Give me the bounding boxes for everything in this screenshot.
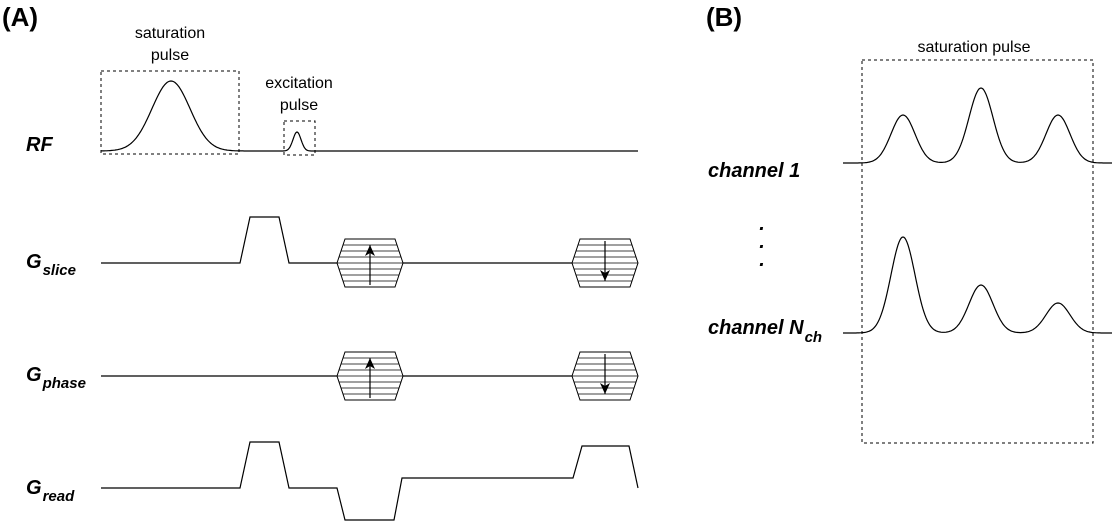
row-label-gslice: Gslice bbox=[26, 251, 76, 279]
rf-trace bbox=[101, 80, 638, 152]
saturation-pulse-box bbox=[100, 70, 240, 155]
ellipsis-dot-1: . bbox=[759, 213, 765, 235]
excitation-pulse-label-line2: pulse bbox=[280, 97, 318, 114]
panel-b-label: (B) bbox=[706, 2, 742, 32]
panel-a-label: (A) bbox=[2, 2, 38, 32]
saturation-pulse-label-line1: saturation bbox=[135, 25, 205, 42]
arrow-down-icon bbox=[600, 270, 610, 281]
row-label-rf: RF bbox=[26, 134, 53, 156]
gphase-phase-blip-up bbox=[336, 351, 404, 401]
arrow-up-icon bbox=[365, 245, 375, 256]
arrow-down-icon bbox=[600, 383, 610, 394]
saturation-pulse-label-b: saturation pulse bbox=[918, 39, 1031, 56]
ellipsis-dot-2: . bbox=[759, 231, 765, 253]
arrow-up-icon bbox=[365, 358, 375, 369]
row-label-gread: Gread bbox=[26, 477, 75, 505]
channel-1-trace bbox=[843, 87, 1112, 164]
gslice-phase-blip-up bbox=[336, 238, 404, 288]
row-label-gphase: Gphase bbox=[26, 364, 86, 392]
saturation-pulse-label-line2: pulse bbox=[151, 47, 189, 64]
channel-n-trace bbox=[843, 236, 1112, 334]
ellipsis-dot-3: . bbox=[759, 249, 765, 271]
gslice-phase-blip-down bbox=[571, 238, 639, 288]
saturation-pulse-box-b bbox=[861, 59, 1094, 444]
excitation-pulse-label-line1: excitation bbox=[265, 75, 333, 92]
gread-trace bbox=[101, 441, 639, 521]
channel-1-label: channel 1 bbox=[708, 160, 800, 182]
channel-n-label: channel Nch bbox=[708, 317, 822, 346]
gphase-phase-blip-down bbox=[571, 351, 639, 401]
excitation-pulse-box bbox=[283, 120, 316, 156]
